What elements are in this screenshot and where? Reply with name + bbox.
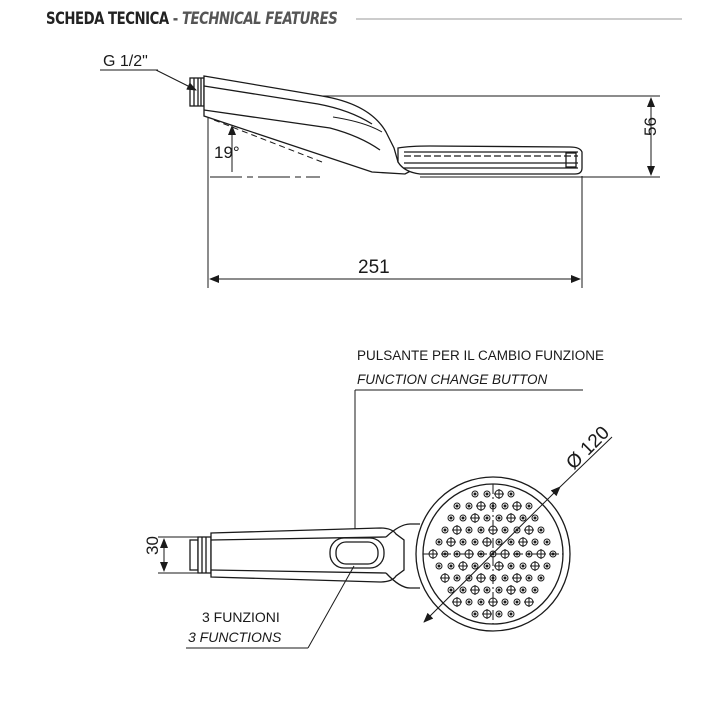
- nozzle-center: [509, 540, 513, 544]
- nozzle-center: [479, 600, 483, 604]
- nozzle-center: [503, 504, 507, 508]
- nozzle-center: [503, 528, 507, 532]
- nozzle-center: [515, 600, 519, 604]
- nozzle-center: [449, 588, 453, 592]
- page-header: SCHEDA TECNICA - TECHNICAL FEATURES: [46, 8, 686, 32]
- nozzle-center: [437, 540, 441, 544]
- height-dimension-label: 56: [641, 117, 660, 136]
- nozzle-center: [527, 552, 531, 556]
- nozzle-center: [545, 564, 549, 568]
- nozzle-center: [443, 528, 447, 532]
- nozzle-center: [449, 516, 453, 520]
- nozzle-center: [539, 528, 543, 532]
- nozzle-center: [473, 540, 477, 544]
- functions-label-english: 3 FUNCTIONS: [188, 629, 282, 645]
- nozzle-center: [509, 564, 513, 568]
- nozzle-center: [509, 612, 513, 616]
- top-thread-connector: [189, 536, 212, 574]
- nozzle-center: [509, 492, 513, 496]
- nozzle-center: [485, 564, 489, 568]
- nozzle-center: [503, 600, 507, 604]
- nozzle-center: [449, 564, 453, 568]
- title-english: TECHNICAL FEATURES: [181, 9, 338, 29]
- nozzle-center: [473, 612, 477, 616]
- title-italian: SCHEDA TECNICA: [46, 9, 169, 29]
- button-label-english: FUNCTION CHANGE BUTTON: [357, 372, 548, 387]
- nozzle-center: [497, 588, 501, 592]
- nozzle-center: [527, 504, 531, 508]
- button-label-italian: PULSANTE PER IL CAMBIO FUNZIONE: [357, 348, 604, 363]
- nozzle-center: [485, 492, 489, 496]
- nozzle-center: [539, 576, 543, 580]
- width-dimension-label: 30: [143, 536, 162, 555]
- nozzle-center: [527, 576, 531, 580]
- title-separator: -: [168, 9, 182, 29]
- thread-label: G 1/2": [103, 53, 148, 70]
- width-dimension: [158, 536, 198, 574]
- functions-leader-line: [307, 565, 355, 649]
- nozzle-center: [479, 528, 483, 532]
- header-title: SCHEDA TECNICA - TECHNICAL FEATURES: [46, 9, 338, 29]
- nozzle-center: [485, 516, 489, 520]
- nozzle-center: [473, 492, 477, 496]
- nozzle-center: [473, 564, 477, 568]
- diameter-dimension-line: [423, 486, 561, 623]
- nozzle-center: [461, 516, 465, 520]
- nozzle-center: [461, 540, 465, 544]
- functions-label-italian: 3 FUNZIONI: [202, 609, 280, 625]
- function-change-button[interactable]: [329, 537, 385, 569]
- nozzle-center: [467, 504, 471, 508]
- nozzle-center: [545, 540, 549, 544]
- nozzle-center: [533, 540, 537, 544]
- diameter-label: Ø 120: [562, 422, 613, 473]
- side-view: [189, 75, 583, 175]
- nozzle-center: [521, 588, 525, 592]
- side-dimensions: [100, 69, 660, 288]
- nozzle-center: [521, 564, 525, 568]
- nozzle-center: [467, 600, 471, 604]
- nozzle-center: [461, 588, 465, 592]
- nozzle-center: [497, 540, 501, 544]
- nozzle-center: [497, 516, 501, 520]
- nozzle-center: [455, 576, 459, 580]
- nozzle-center: [455, 504, 459, 508]
- nozzle-center: [533, 516, 537, 520]
- length-dimension-label: 251: [358, 257, 390, 278]
- nozzle-center: [467, 528, 471, 532]
- nozzle-center: [485, 588, 489, 592]
- nozzle-center: [533, 588, 537, 592]
- nozzle-center: [497, 612, 501, 616]
- nozzle-center: [521, 516, 525, 520]
- side-shower-head: [397, 145, 583, 175]
- nozzle-center: [437, 564, 441, 568]
- nozzle-center: [503, 576, 507, 580]
- diameter-leader: [559, 436, 613, 488]
- angle-label: 19°: [214, 143, 240, 162]
- nozzle-center: [455, 552, 459, 556]
- side-thread-connector: [189, 77, 205, 107]
